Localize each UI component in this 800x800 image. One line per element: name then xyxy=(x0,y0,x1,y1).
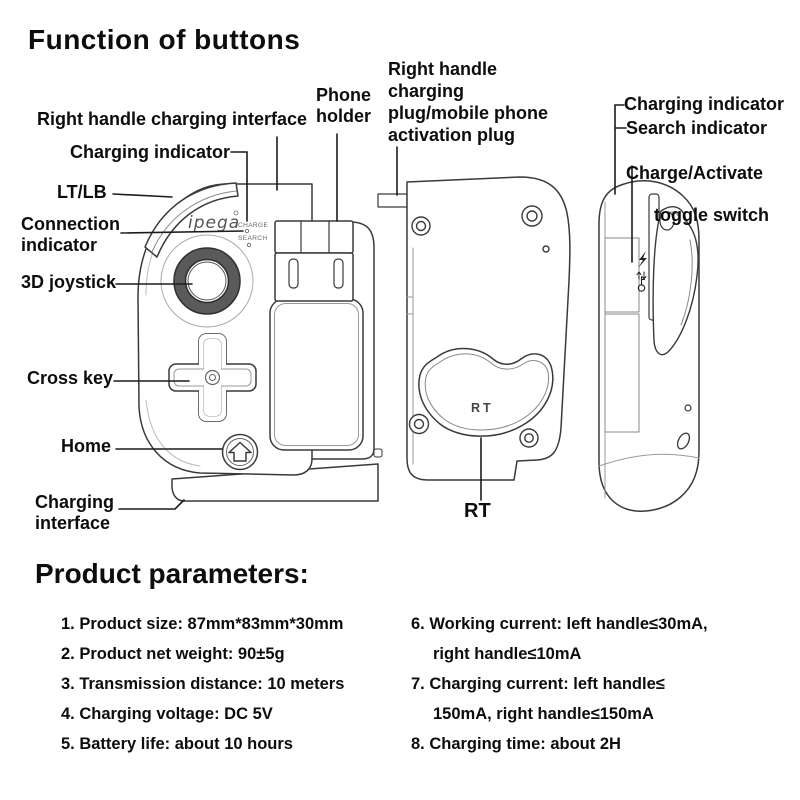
leader-charging-interface xyxy=(118,499,185,510)
logo-registered-mark xyxy=(233,210,239,216)
phone-rest-panel xyxy=(269,298,364,451)
param-item-3: 3. Transmission distance: 10 meters xyxy=(61,675,345,693)
brand-logo: ipega xyxy=(188,213,240,233)
callout-charge-activate-toggle-switch: Charge/Activate toggle switch xyxy=(626,142,769,247)
lanyard-hole xyxy=(676,432,691,450)
leader-charging-indicator-left xyxy=(230,151,248,222)
rt-button[interactable]: RT xyxy=(418,347,554,437)
param-item-2: 2. Product net weight: 90±5g xyxy=(61,645,285,663)
callout-cross-key: Cross key xyxy=(27,368,114,388)
callout-3d-joystick: 3D joystick xyxy=(21,272,117,292)
holder-arm xyxy=(311,221,375,460)
left-controller: ipega CHARGE SEARCH xyxy=(137,182,383,502)
param-item-6-line-1: 6. Working current: left handle≤30mA, xyxy=(411,615,708,633)
callout-right-handle-plug: Right handle charging plug/mobile phone … xyxy=(388,59,548,145)
screws xyxy=(408,205,550,448)
trigger-knob xyxy=(659,211,675,231)
param-item-6-line-2: right handle≤10mA xyxy=(433,645,582,663)
callout-rt: RT xyxy=(464,500,491,522)
param-item-7-line-2: 150mA, right handle≤150mA xyxy=(433,705,654,723)
bottom-seam xyxy=(598,453,700,467)
search-led xyxy=(246,242,252,248)
joystick-3d[interactable] xyxy=(160,234,254,328)
callout-charging-indicator-left: Charging indicator xyxy=(70,142,231,162)
key-icon xyxy=(637,276,646,292)
callout-charge-activate-line2: toggle switch xyxy=(654,205,770,225)
right-handle-side-view xyxy=(598,179,700,512)
home-icon xyxy=(228,441,252,462)
side-nub xyxy=(373,448,383,458)
callout-phone-holder: Phone holder xyxy=(316,85,372,126)
callout-connection-indicator: Connection indicator xyxy=(21,214,120,255)
rt-button-label: RT xyxy=(471,401,494,415)
page-title: Function of buttons xyxy=(28,24,301,55)
callout-right-handle-charging-interface: Right handle charging interface xyxy=(37,109,308,129)
callout-charge-activate-line1: Charge/Activate xyxy=(626,163,764,183)
lt-lb-bumper xyxy=(144,182,239,258)
device-diagram: ipega CHARGE SEARCH xyxy=(112,104,700,512)
callout-search-indicator: Search indicator xyxy=(626,118,768,138)
param-item-5: 5. Battery life: about 10 hours xyxy=(61,735,293,753)
bottom-pin-hole xyxy=(684,404,692,412)
param-item-7-line-1: 7. Charging current: left handle≤ xyxy=(411,675,665,693)
charge-led xyxy=(244,228,250,234)
search-led-label: SEARCH xyxy=(238,235,268,242)
rt-trigger-side xyxy=(652,206,699,356)
param-item-4: 4. Charging voltage: DC 5V xyxy=(61,705,273,723)
cross-key[interactable] xyxy=(168,333,257,422)
up-down-arrows-icon xyxy=(636,271,647,280)
lightning-icon xyxy=(638,251,647,268)
parameters-heading: Product parameters: xyxy=(35,558,309,589)
leader-charging-indicator-right xyxy=(614,104,627,195)
bumper-inner-line xyxy=(151,190,237,253)
phone-rest-inner xyxy=(274,303,359,446)
plug-housing-lower xyxy=(604,313,640,433)
phone-holder-clamp xyxy=(274,220,354,302)
callout-charging-interface: Charging interface xyxy=(35,492,114,533)
charge-led-label: CHARGE xyxy=(238,222,268,229)
home-button[interactable] xyxy=(221,433,259,471)
callout-home: Home xyxy=(61,436,112,456)
callout-charging-indicator-right: Charging indicator xyxy=(624,94,785,114)
leader-connection-indicator xyxy=(120,230,244,234)
param-item-1: 1. Product size: 87mm*83mm*30mm xyxy=(61,615,344,633)
leader-lines xyxy=(112,104,633,510)
param-item-8: 8. Charging time: about 2H xyxy=(411,735,621,753)
charging-plug-tab xyxy=(377,193,408,208)
bottom-plate xyxy=(171,463,379,502)
right-handle-inner-view: RT xyxy=(377,176,571,481)
leader-lt-lb xyxy=(112,193,173,198)
callout-lt-lb: LT/LB xyxy=(57,182,107,202)
